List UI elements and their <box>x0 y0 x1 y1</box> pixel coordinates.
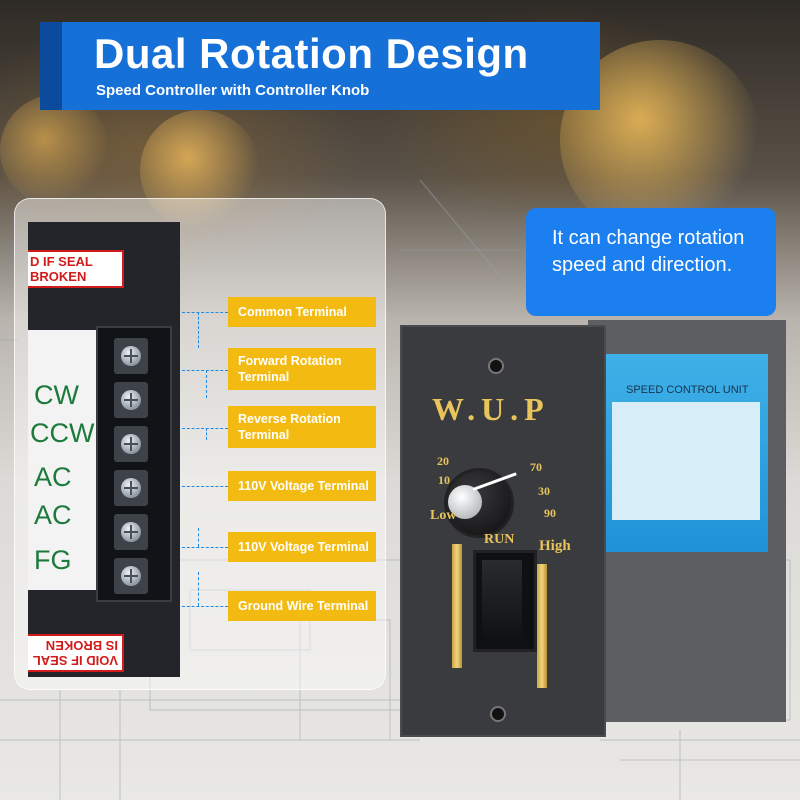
dial-number: 30 <box>538 484 550 498</box>
callout-label: 110V Voltage Terminal <box>238 479 369 493</box>
leader-line <box>182 606 228 607</box>
callout-ground-wire-terminal: Ground Wire Terminal <box>228 591 376 621</box>
controller-front-panel <box>400 325 606 737</box>
seal-line: D IF SEAL <box>30 254 93 269</box>
dial-number: 20 <box>437 454 449 468</box>
leader-line <box>198 528 199 547</box>
terminal-screw-4 <box>114 470 148 506</box>
mount-hole-top <box>488 358 504 374</box>
seal-line: BROKEN <box>30 269 87 284</box>
terminal-label-card <box>28 330 106 590</box>
callout-label: Forward Rotation Terminal <box>238 354 342 384</box>
header-banner: Dual Rotation Design Speed Controller wi… <box>40 22 600 110</box>
terminal-screw-2 <box>114 382 148 418</box>
leader-line <box>182 312 228 313</box>
leader-line <box>182 547 228 548</box>
seal-line: IS BROKEN <box>45 638 118 653</box>
rocker-switch[interactable] <box>482 560 522 638</box>
terminal-screw-3 <box>114 426 148 462</box>
gold-trim-left <box>452 544 462 668</box>
info-box-text: It can change rotation speed and directi… <box>552 227 745 276</box>
mount-hole-bottom <box>490 706 506 722</box>
callout-label: Common Terminal <box>238 305 347 319</box>
terminal-label: FG <box>34 545 72 575</box>
terminal-block <box>96 326 172 602</box>
info-box: It can change rotation speed and directi… <box>526 208 776 316</box>
brass-fitting-blur <box>0 95 110 205</box>
header-accent-stripe <box>40 22 62 110</box>
warranty-seal-bottom: VOID IF SEAL IS BROKEN <box>28 634 124 672</box>
leader-line <box>182 428 228 429</box>
callout-110v-terminal: 110V Voltage Terminal <box>228 532 376 562</box>
callout-reverse-rotation: Reverse Rotation Terminal <box>228 406 376 448</box>
page-subtitle: Speed Controller with Controller Knob <box>96 82 370 99</box>
callout-label: Reverse Rotation Terminal <box>238 412 341 442</box>
run-label: RUN <box>484 532 515 547</box>
terminal-screw-5 <box>114 514 148 550</box>
callout-common-terminal: Common Terminal <box>228 297 376 327</box>
dial-number: 70 <box>530 460 542 474</box>
terminal-label: AC <box>34 462 72 492</box>
gold-trim-right <box>537 564 547 688</box>
terminal-screw-6 <box>114 558 148 594</box>
seal-line: VOID IF SEAL <box>32 653 118 668</box>
dial-number: 10 <box>438 473 450 487</box>
leader-line <box>182 486 228 487</box>
leader-line <box>206 428 207 440</box>
warranty-seal-top: D IF SEAL BROKEN <box>28 250 124 288</box>
high-label: High <box>539 538 571 554</box>
callout-label: 110V Voltage Terminal <box>238 540 369 554</box>
terminal-screw-1 <box>114 338 148 374</box>
label-title: SPEED CONTROL UNIT <box>626 384 749 396</box>
dial-number: 90 <box>544 506 556 520</box>
brand-logo: W.U.P <box>432 391 550 427</box>
leader-line <box>182 370 228 371</box>
low-label: Low <box>430 508 457 523</box>
terminal-label: AC <box>34 500 72 530</box>
speed-control-label: SPEED CONTROL UNIT <box>604 354 768 552</box>
leader-line <box>198 572 199 606</box>
terminal-label: CW <box>34 380 79 410</box>
leader-line <box>206 370 207 398</box>
callout-label: Ground Wire Terminal <box>238 599 369 613</box>
leader-line <box>198 312 199 348</box>
knob-cap <box>448 485 482 519</box>
page-title: Dual Rotation Design <box>94 30 529 77</box>
callout-110v-terminal: 110V Voltage Terminal <box>228 471 376 501</box>
terminal-label: CCW <box>30 418 95 448</box>
brass-fitting-blur <box>140 110 260 230</box>
wiring-diagram <box>612 402 760 520</box>
callout-forward-rotation: Forward Rotation Terminal <box>228 348 376 390</box>
